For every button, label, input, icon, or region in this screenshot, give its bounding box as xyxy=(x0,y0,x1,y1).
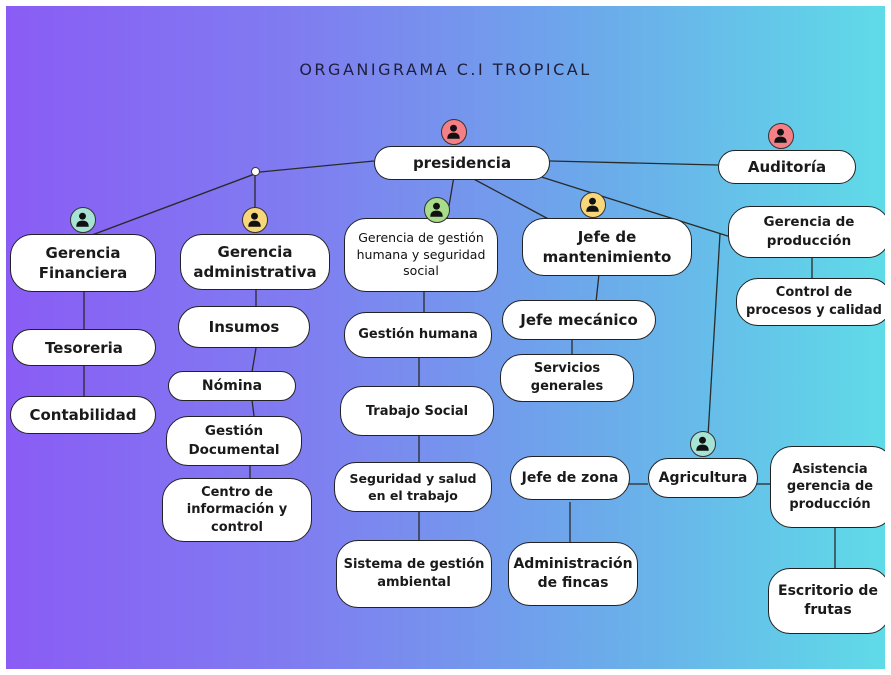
node-tesoreria: Tesoreria xyxy=(12,329,156,366)
connector-line xyxy=(707,233,721,437)
node-insumos: Insumos xyxy=(178,306,310,348)
node-servicios-generales: Servicios generales xyxy=(500,354,634,402)
connector-line xyxy=(595,273,600,303)
person-icon xyxy=(690,431,716,457)
connector-line xyxy=(259,160,375,173)
person-icon xyxy=(242,207,268,233)
node-gestion-documental: Gestión Documental xyxy=(166,416,302,466)
node-gerencia-produccion: Gerencia de producción xyxy=(728,206,885,258)
node-nomina: Nómina xyxy=(168,371,296,401)
connector-line xyxy=(549,160,719,166)
chart-title: ORGANIGRAMA C.I TROPICAL xyxy=(299,60,592,79)
node-auditoria: Auditoría xyxy=(718,150,856,184)
connector-line xyxy=(467,175,555,223)
person-icon xyxy=(424,197,450,223)
node-jefe-mecanico: Jefe mecánico xyxy=(502,300,656,340)
node-gerencia-financiera: Gerencia Financiera xyxy=(10,234,156,292)
node-centro-informacion: Centro de información y control xyxy=(162,478,312,542)
node-jefe-zona: Jefe de zona xyxy=(510,456,630,500)
node-escritorio-frutas: Escritorio de frutas xyxy=(768,568,885,634)
node-gerencia-gestion-humana: Gerencia de gestión humana y seguridad s… xyxy=(344,218,498,292)
node-gerencia-administrativa: Gerencia administrativa xyxy=(180,234,330,290)
connector-line xyxy=(251,399,255,417)
person-icon xyxy=(768,123,794,149)
person-icon xyxy=(580,192,606,218)
connector-line xyxy=(251,347,257,373)
org-chart-canvas: ORGANIGRAMA C.I TROPICAL presidencia Aud… xyxy=(6,6,885,669)
person-icon xyxy=(441,119,467,145)
node-sistema-gestion-ambiental: Sistema de gestión ambiental xyxy=(336,540,492,608)
node-contabilidad: Contabilidad xyxy=(10,396,156,434)
node-administracion-fincas: Administración de fincas xyxy=(508,542,638,606)
node-presidencia: presidencia xyxy=(374,146,550,180)
node-trabajo-social: Trabajo Social xyxy=(340,386,494,436)
connector-line xyxy=(67,171,261,245)
connector-junction xyxy=(251,167,260,176)
node-control-procesos: Control de procesos y calidad xyxy=(736,278,885,326)
node-gestion-humana: Gestión humana xyxy=(344,312,492,358)
node-jefe-mantenimiento: Jefe de mantenimiento xyxy=(522,218,692,276)
person-icon xyxy=(70,207,96,233)
node-asistencia-gerencia: Asistencia gerencia de producción xyxy=(770,446,885,528)
connector-line xyxy=(531,173,735,239)
node-seguridad-salud: Seguridad y salud en el trabajo xyxy=(334,462,492,512)
node-agricultura: Agricultura xyxy=(648,458,758,498)
